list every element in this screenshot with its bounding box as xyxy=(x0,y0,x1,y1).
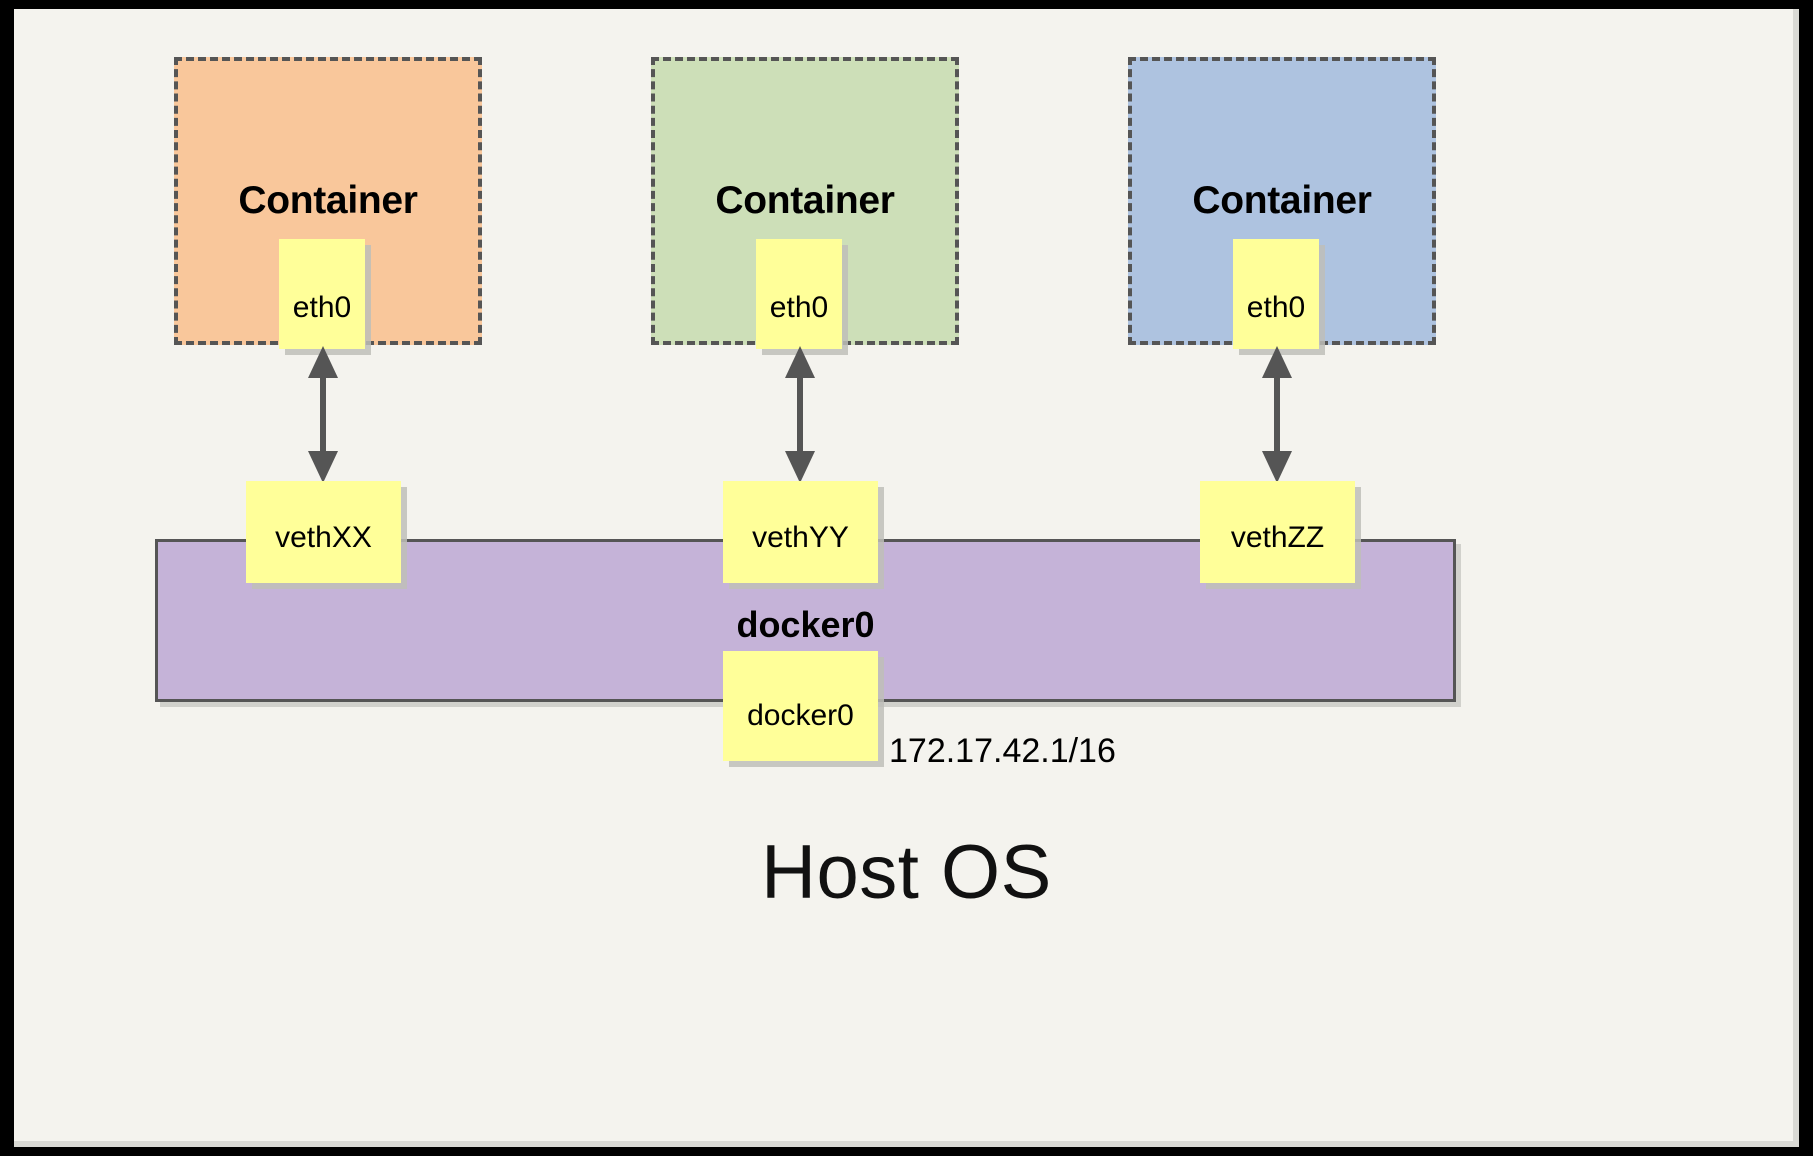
eth0-note-3: eth0 xyxy=(1233,239,1319,349)
double-headed-arrow-icon-3 xyxy=(1262,346,1292,483)
veth-label-1: vethXX xyxy=(275,521,372,554)
docker0-interface-label: docker0 xyxy=(747,699,854,732)
eth0-note-2: eth0 xyxy=(756,239,842,349)
eth0-label-3: eth0 xyxy=(1246,291,1306,324)
veth-note-3: vethZZ xyxy=(1200,481,1355,583)
veth-note-2: vethYY xyxy=(723,481,878,583)
veth-note-1: vethXX xyxy=(246,481,401,583)
eth0-note-1: eth0 xyxy=(279,239,365,349)
docker0-interface-note: docker0 xyxy=(723,651,878,761)
eth0-label-2: eth0 xyxy=(769,291,829,324)
container-title-2: Container xyxy=(715,179,895,222)
host-os-label: Host OS xyxy=(761,830,1052,915)
eth0-label-1: eth0 xyxy=(292,291,352,324)
double-headed-arrow-icon-1 xyxy=(308,346,338,483)
veth-label-3: vethZZ xyxy=(1230,521,1325,554)
diagram-page: docker0 Container Container Container et… xyxy=(14,9,1799,1147)
container-title-3: Container xyxy=(1192,179,1372,222)
container-title-1: Container xyxy=(238,179,418,222)
docker0-ip-label: 172.17.42.1/16 xyxy=(889,732,1116,770)
docker0-bridge-label: docker0 xyxy=(736,604,875,645)
veth-label-2: vethYY xyxy=(752,521,849,554)
frame-edge-right xyxy=(1793,9,1799,1147)
double-headed-arrow-icon-2 xyxy=(785,346,815,483)
frame-edge-bottom xyxy=(14,1141,1799,1147)
